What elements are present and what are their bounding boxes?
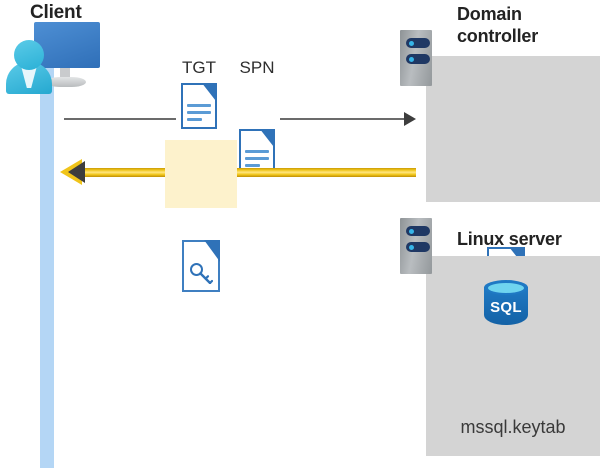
domain-controller-server-rack-icon — [400, 30, 432, 86]
request-arrowhead-icon — [404, 112, 416, 126]
user-workstation-icon — [6, 22, 102, 94]
client-lifeline — [40, 62, 54, 468]
response-arrow-line-right — [224, 168, 416, 177]
monitor-neck-icon — [60, 68, 70, 79]
request-arrow-line-left — [64, 118, 176, 120]
client-title: Client — [30, 2, 82, 23]
sql-database-icon: SQL — [484, 280, 528, 330]
tgt-label: TGT — [182, 58, 216, 77]
rack-bay — [406, 226, 430, 236]
rack-bay — [406, 242, 430, 252]
sql-database-label: SQL — [490, 299, 522, 316]
rack-bay — [406, 54, 430, 64]
monitor-screen-icon — [34, 22, 100, 68]
linux-server-rack-icon — [400, 218, 432, 274]
linux-server-title: Linux server — [457, 229, 562, 249]
spn-document-icon — [239, 129, 275, 175]
response-arrow-line-left — [74, 168, 178, 177]
service-ticket-highlight — [165, 140, 237, 208]
rack-bay — [406, 38, 430, 48]
person-head-icon — [14, 40, 44, 70]
domain-controller-panel — [426, 56, 600, 202]
spn-label: SPN — [239, 58, 275, 77]
key-glyph-icon — [190, 263, 213, 284]
tgt-document-icon — [181, 83, 217, 129]
keytab-file-label: mssql.keytab — [460, 417, 566, 437]
monitor-base-icon — [46, 77, 86, 87]
request-arrow-line-right — [280, 118, 408, 120]
domain-controller-title: Domain controller — [457, 4, 539, 46]
key-document-icon — [182, 240, 220, 292]
response-arrowhead-icon — [68, 161, 85, 183]
